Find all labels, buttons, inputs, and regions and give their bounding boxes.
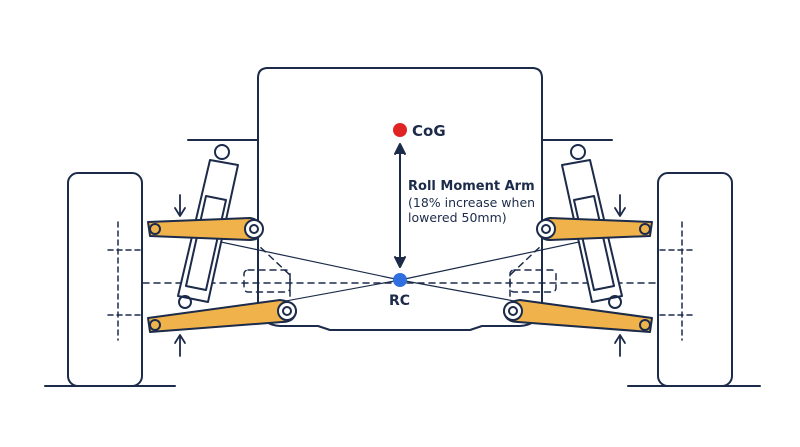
upper-pivot-left: [244, 219, 264, 239]
ball-joint-left-lower: [149, 319, 161, 331]
upper-pivot-right-inner: [541, 224, 551, 234]
roll-moment-arm-note-1: (18% increase when: [408, 195, 535, 210]
arrow-right-upper-head: [614, 207, 626, 217]
wheel-left: [67, 172, 143, 387]
arrow-right-lower-head: [614, 334, 626, 344]
upright-left: [107, 221, 141, 341]
roll-moment-arm-head-bottom: [394, 256, 406, 268]
hidden-line-right: [509, 149, 543, 301]
lower-pivot-left: [277, 301, 297, 321]
ball-joint-left-upper: [149, 223, 161, 235]
rc-label: RC: [389, 293, 410, 309]
lower-arm-right: [503, 299, 653, 333]
cog-label: CoG: [412, 122, 446, 140]
roll-moment-arm-note-2: lowered 50mm): [408, 210, 507, 225]
lower-pivot-right-inner: [508, 306, 518, 316]
lower-pivot-left-inner: [282, 306, 292, 316]
upright-right: [659, 221, 693, 341]
roll-moment-arm-title: Roll Moment Arm: [408, 179, 535, 194]
upper-pivot-left-inner: [249, 224, 259, 234]
hidden-hub-left: [243, 269, 291, 293]
rc-dot: [393, 273, 407, 287]
ball-joint-right-upper: [639, 223, 651, 235]
ball-joint-right-lower: [639, 319, 651, 331]
cog-dot: [393, 123, 407, 137]
arrow-left-upper-head: [174, 207, 186, 217]
wheel-right: [657, 172, 733, 387]
hidden-line-left: [257, 149, 291, 301]
hidden-hub-right: [509, 269, 557, 293]
upper-pivot-right: [536, 219, 556, 239]
arrow-left-lower-head: [174, 334, 186, 344]
roll-moment-arm-head-top: [394, 143, 406, 155]
lower-pivot-right: [503, 301, 523, 321]
lower-arm-left: [147, 299, 297, 333]
